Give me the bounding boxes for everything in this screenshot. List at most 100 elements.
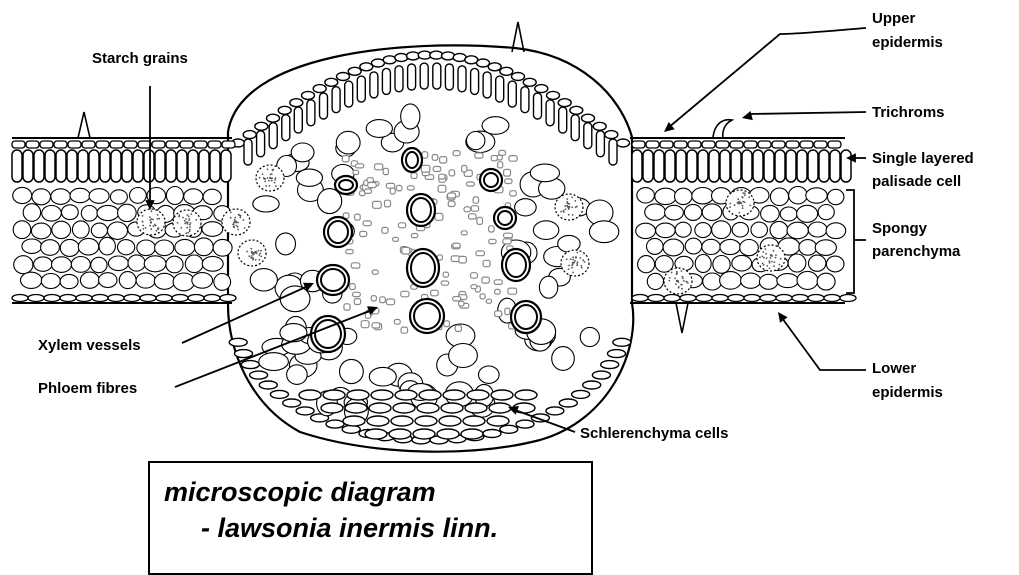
starch-dot bbox=[729, 203, 731, 205]
midrib-epidermis-cell bbox=[582, 114, 595, 122]
starch-dot bbox=[145, 227, 147, 229]
schlerenchyma-cell bbox=[413, 429, 435, 439]
schlerenchyma-cell bbox=[299, 390, 321, 400]
phloem-cell bbox=[444, 321, 450, 327]
lower-epidermis-cell bbox=[664, 295, 680, 302]
palisade-cell bbox=[45, 150, 55, 182]
spongy-cell bbox=[155, 240, 174, 256]
midrib-epidermis-cell bbox=[523, 78, 536, 86]
schlerenchyma-cell bbox=[489, 403, 511, 413]
starch-dot bbox=[582, 259, 584, 261]
palisade-cell bbox=[23, 150, 33, 182]
starch-dot bbox=[742, 207, 744, 209]
label-upper-epidermis-line1: Upper bbox=[872, 10, 915, 28]
palisade-cell bbox=[797, 150, 807, 182]
schlerenchyma-cell bbox=[367, 416, 389, 426]
midrib-epidermis-cell bbox=[302, 91, 315, 99]
midrib-parenchyma-cell bbox=[539, 276, 557, 298]
spongy-cell bbox=[770, 221, 788, 238]
spongy-cell bbox=[732, 222, 748, 237]
xylem-vessel-inner bbox=[411, 253, 435, 283]
phloem-cell bbox=[509, 156, 517, 162]
phloem-cell bbox=[421, 165, 430, 172]
palisade-cell bbox=[654, 150, 664, 182]
starch-dot bbox=[780, 258, 782, 260]
starch-dot bbox=[765, 253, 767, 255]
starch-dot bbox=[185, 218, 187, 220]
spongy-cell bbox=[31, 223, 51, 239]
midrib-palisade-cell bbox=[445, 64, 453, 90]
phloem-cell bbox=[499, 150, 506, 155]
starch-dot bbox=[770, 257, 772, 259]
starch-dot bbox=[260, 250, 262, 252]
midrib-parenchyma-cell bbox=[401, 104, 420, 129]
spongy-cell bbox=[806, 188, 827, 203]
starch-dot bbox=[770, 254, 772, 256]
starch-dot bbox=[766, 257, 768, 259]
palisade-cell bbox=[819, 150, 829, 182]
midrib-parenchyma-cell bbox=[533, 221, 558, 240]
midrib-epidermis-cell bbox=[337, 73, 350, 81]
spongy-cell bbox=[118, 204, 137, 221]
lower-epidermis-cell bbox=[76, 295, 92, 302]
trichroms-pointer-head bbox=[742, 111, 753, 120]
spongy-cell bbox=[655, 256, 673, 273]
spongy-cell bbox=[720, 272, 742, 290]
phloem-cell bbox=[453, 243, 461, 248]
spongy-cell bbox=[751, 222, 768, 237]
starch-dot bbox=[683, 280, 685, 282]
spongy-cell bbox=[60, 239, 79, 256]
palisade-cell bbox=[632, 150, 642, 182]
spongy-cell bbox=[777, 274, 799, 288]
spongy-cell bbox=[799, 240, 817, 256]
upper-epidermis-cell bbox=[194, 141, 207, 148]
spongy-cell bbox=[692, 188, 714, 204]
spongy-cell bbox=[166, 187, 183, 205]
starch-dot bbox=[156, 230, 158, 232]
starch-dot bbox=[271, 180, 273, 182]
palisade-cell bbox=[731, 150, 741, 182]
spongy-cell bbox=[118, 240, 135, 255]
spongy-cell bbox=[663, 239, 684, 256]
schlerenchyma-cell bbox=[419, 390, 441, 400]
starch-dot bbox=[254, 251, 256, 253]
upper-epidermis-cell bbox=[660, 141, 673, 148]
starch-dot bbox=[775, 257, 777, 259]
starch-dot bbox=[184, 220, 186, 222]
starch-dot bbox=[668, 280, 670, 282]
phloem-cell bbox=[455, 325, 461, 331]
lower-epidermis-cell bbox=[156, 295, 172, 302]
midrib-lower-cell bbox=[572, 390, 590, 398]
lower-epidermis-cell bbox=[12, 295, 28, 302]
starch-dot bbox=[248, 255, 250, 257]
palisade-cell bbox=[56, 150, 66, 182]
phloem-cell bbox=[398, 223, 405, 228]
midrib-palisade-cell bbox=[609, 139, 617, 165]
starch-dot bbox=[572, 214, 574, 216]
midrib-parenchyma-cell bbox=[280, 324, 307, 342]
phloem-cell bbox=[495, 311, 502, 317]
spongy-cell bbox=[42, 206, 62, 222]
spongy-cell bbox=[184, 189, 203, 204]
starch-dot bbox=[190, 213, 192, 215]
spongy-cell bbox=[702, 204, 722, 221]
starch-dot bbox=[233, 227, 235, 229]
midrib-lower-cell bbox=[546, 407, 564, 415]
palisade-cell bbox=[78, 150, 88, 182]
starch-dot bbox=[142, 225, 144, 227]
palisade-cell bbox=[111, 150, 121, 182]
schlerenchyma-cell bbox=[491, 390, 513, 400]
phloem-cell bbox=[372, 270, 378, 274]
label-schlerenchyma-cells: Schlerenchyma cells bbox=[580, 425, 728, 443]
upper-epidermis-cell bbox=[716, 141, 729, 148]
starch-dot bbox=[742, 201, 744, 203]
starch-dot bbox=[237, 222, 239, 224]
starch-dot bbox=[676, 271, 678, 273]
spongy-cell bbox=[60, 274, 78, 288]
spongy-cell bbox=[192, 273, 213, 289]
starch-dot bbox=[251, 252, 253, 254]
spongy-cell bbox=[780, 207, 797, 221]
starch-dot bbox=[775, 254, 777, 256]
starch-dot bbox=[773, 265, 775, 267]
starch-dot bbox=[565, 208, 567, 210]
